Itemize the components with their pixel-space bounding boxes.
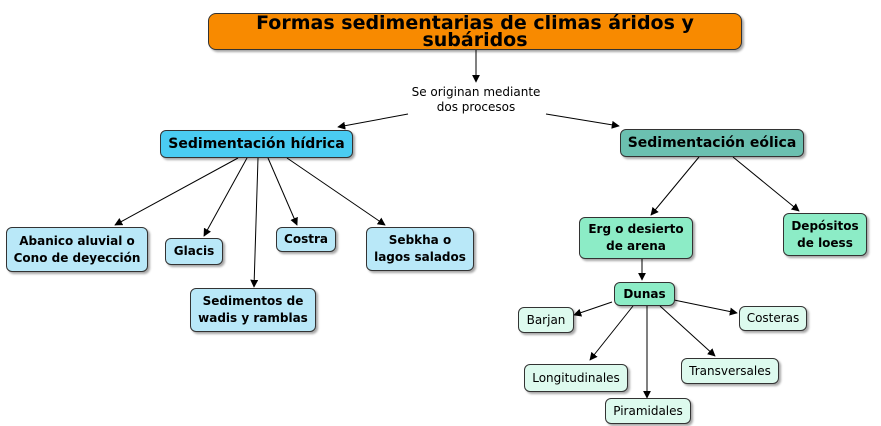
costra-label: Costra	[284, 232, 328, 246]
edge-label-to-hidrica	[337, 113, 409, 130]
piramidales-node: Piramidales	[605, 398, 691, 424]
edge-eolica-to-loess	[732, 156, 800, 212]
edge-hidrica-to-glacis	[203, 157, 248, 237]
loess-node: Depósitos de loess	[783, 213, 867, 256]
link-label-text: Se originan mediante dos procesos	[411, 85, 541, 114]
sebkha-node: Sebkha o lagos salados	[366, 227, 474, 271]
eolica-node: Sedimentación eólica	[620, 129, 804, 157]
costra-node: Costra	[276, 227, 336, 252]
hidrica-label: Sedimentación hídrica	[168, 135, 345, 152]
erg-label: Erg o desierto de arena	[588, 222, 684, 253]
abanico-node: Abanico aluvial o Cono de deyección	[6, 227, 148, 272]
sedimentos-label: Sedimentos de wadis y ramblas	[198, 294, 308, 325]
title-text: Formas sedimentarias de climas áridos y …	[256, 11, 694, 51]
title-node: Formas sedimentarias de climas áridos y …	[208, 13, 742, 50]
edge-dunas-to-barjan	[573, 301, 613, 317]
piramidales-label: Piramidales	[613, 403, 683, 418]
erg-node: Erg o desierto de arena	[579, 217, 693, 259]
link-label: Se originan mediante dos procesos	[396, 84, 556, 116]
edge-dunas-to-costeras	[673, 299, 738, 316]
glacis-node: Glacis	[165, 238, 223, 265]
dunas-label: Dunas	[623, 286, 666, 301]
edge-hidrica-to-sebkha	[286, 157, 386, 226]
glacis-label: Glacis	[173, 244, 215, 258]
loess-label: Depósitos de loess	[791, 218, 859, 250]
edge-dunas-to-longitudinales	[589, 305, 634, 361]
sedimentos-node: Sedimentos de wadis y ramblas	[190, 288, 316, 332]
eolica-label: Sedimentación eólica	[627, 134, 797, 151]
longitudinales-node: Longitudinales	[524, 364, 628, 392]
edge-hidrica-to-abanico	[114, 157, 239, 226]
abanico-label: Abanico aluvial o Cono de deyección	[13, 233, 141, 265]
barjan-label: Barjan	[526, 312, 566, 327]
transversales-node: Transversales	[681, 358, 779, 384]
sebkha-label: Sebkha o lagos salados	[374, 233, 466, 264]
edge-hidrica-to-sedimentos	[250, 157, 259, 288]
barjan-node: Barjan	[518, 307, 574, 333]
edge-hidrica-to-costra	[267, 157, 298, 226]
dunas-node: Dunas	[614, 282, 675, 306]
hidrica-node: Sedimentación hídrica	[160, 130, 353, 158]
edge-eolica-to-erg	[650, 156, 700, 216]
edge-dunas-to-transversales	[659, 305, 716, 357]
longitudinales-label: Longitudinales	[532, 370, 620, 385]
costeras-label: Costeras	[746, 311, 800, 325]
edge-label-to-eolica	[545, 113, 620, 129]
transversales-label: Transversales	[689, 363, 771, 378]
costeras-node: Costeras	[739, 306, 807, 331]
